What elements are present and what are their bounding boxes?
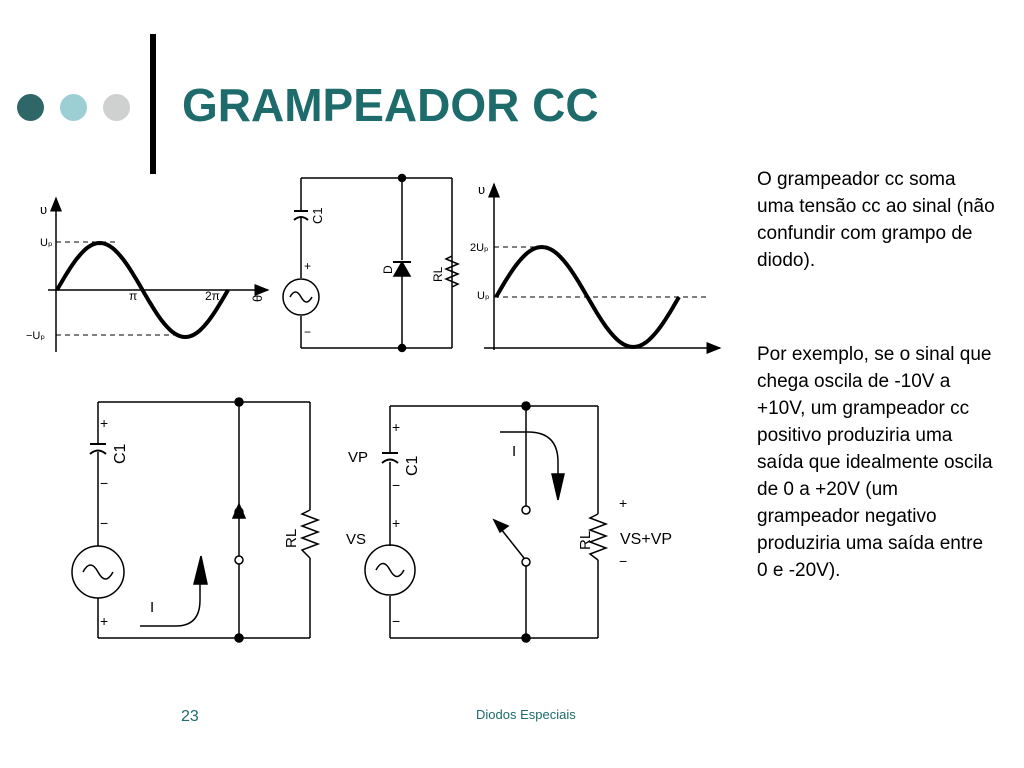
input-waveform-graph: υ Uₚ −Uₚ π 2π θ: [26, 196, 270, 352]
right-minus-cap: −: [392, 477, 400, 493]
left-capacitor-plate-2: [89, 449, 107, 455]
right-resistor-zigzag: [587, 513, 609, 561]
input-up-label: Uₚ: [40, 237, 53, 249]
left-current-arrowhead: [193, 555, 208, 585]
input-pi-label: π: [129, 289, 137, 303]
top-node-top: [397, 173, 407, 183]
top-c1-label: C1: [310, 207, 325, 224]
paragraph-2: Por exemplo, se o sinal que chega oscila…: [757, 344, 993, 581]
slide-title: GRAMPEADOR CC: [182, 79, 599, 131]
top-clamper-circuit: [282, 173, 460, 353]
top-circuit-labels: C1 D RL + −: [304, 207, 445, 339]
input-minus-up-label: −Uₚ: [26, 330, 45, 342]
left-switch-arrow: [231, 502, 247, 519]
right-switch-contact-top: [521, 505, 531, 515]
left-plus-bottom: +: [100, 613, 108, 629]
input-y-label: υ: [40, 202, 47, 217]
left-ac-source: [71, 545, 125, 599]
right-switch-contact-bottom: [521, 557, 531, 567]
left-circuit-labels: C1 RL + − − + I: [100, 415, 300, 629]
left-rl-label: RL: [283, 529, 300, 548]
page-number: 23: [181, 708, 199, 725]
right-output-minus: −: [619, 553, 627, 569]
right-node-top: [521, 401, 531, 411]
right-clamper-circuit: [364, 401, 609, 643]
right-circuit-labels: C1 RL VP VS VS+VP + − + − + − I: [346, 419, 672, 629]
title-divider-bar: [150, 34, 156, 174]
right-node-bottom: [521, 633, 531, 643]
left-minus-source: −: [100, 515, 108, 531]
top-ac-wave-symbol: [289, 291, 313, 303]
top-resistor-zigzag: [444, 255, 460, 288]
right-current-arrowhead: [551, 473, 565, 501]
input-sine-curve: [55, 240, 230, 340]
left-current-label: I: [150, 599, 154, 616]
decor-dot-gray: [103, 94, 130, 121]
output-y-label: υ: [478, 182, 485, 197]
right-vs-label: VS: [346, 531, 366, 548]
top-capacitor-plate-2: [293, 216, 309, 221]
right-switch-arrowhead: [492, 518, 510, 534]
output-sine-curve: [494, 244, 681, 350]
right-c1-label: C1: [404, 455, 421, 476]
top-diode-symbol: [392, 260, 412, 277]
footer-text: Diodos Especiais: [476, 707, 576, 722]
output-waveform-graph: υ 2Uₚ Uₚ: [470, 182, 722, 354]
right-vp-label: VP: [348, 449, 368, 466]
left-current-arrow: [140, 572, 201, 627]
top-rl-label: RL: [431, 266, 445, 282]
right-current-label: I: [512, 443, 516, 460]
left-clamper-circuit: [71, 397, 321, 643]
top-ac-source: [282, 278, 320, 316]
left-resistor-zigzag: [299, 509, 321, 559]
right-plus-source: +: [392, 515, 400, 531]
decor-dot-light: [60, 94, 87, 121]
left-node-bottom: [234, 633, 244, 643]
output-2up-label: 2Uₚ: [470, 242, 489, 254]
right-rl-label: RL: [577, 531, 594, 550]
right-minus-bottom: −: [392, 613, 400, 629]
left-minus-cap: −: [100, 475, 108, 491]
right-ac-source: [364, 544, 416, 596]
left-switch-contact-bottom: [234, 555, 244, 565]
left-c1-label: C1: [112, 443, 129, 464]
left-ac-wave-symbol: [82, 564, 114, 580]
top-diode-label: D: [381, 265, 395, 274]
input-theta-label: θ: [250, 295, 265, 302]
right-output-label: VS+VP: [620, 531, 672, 548]
paragraph-1: O grampeador cc soma uma tensão cc ao si…: [757, 169, 995, 271]
right-capacitor-plate-2: [381, 458, 399, 464]
right-plus-top: +: [392, 419, 400, 435]
right-current-arrow: [500, 431, 559, 478]
right-ac-wave-symbol: [375, 562, 405, 578]
output-up-label: Uₚ: [477, 290, 490, 302]
top-node-bottom: [397, 343, 407, 353]
top-plus-label: +: [304, 259, 311, 273]
left-node-top: [234, 397, 244, 407]
top-minus-label: −: [304, 325, 311, 339]
right-output-plus: +: [619, 495, 627, 511]
input-2pi-label: 2π: [205, 289, 220, 303]
decor-dot-dark: [17, 94, 44, 121]
left-plus-top: +: [100, 415, 108, 431]
